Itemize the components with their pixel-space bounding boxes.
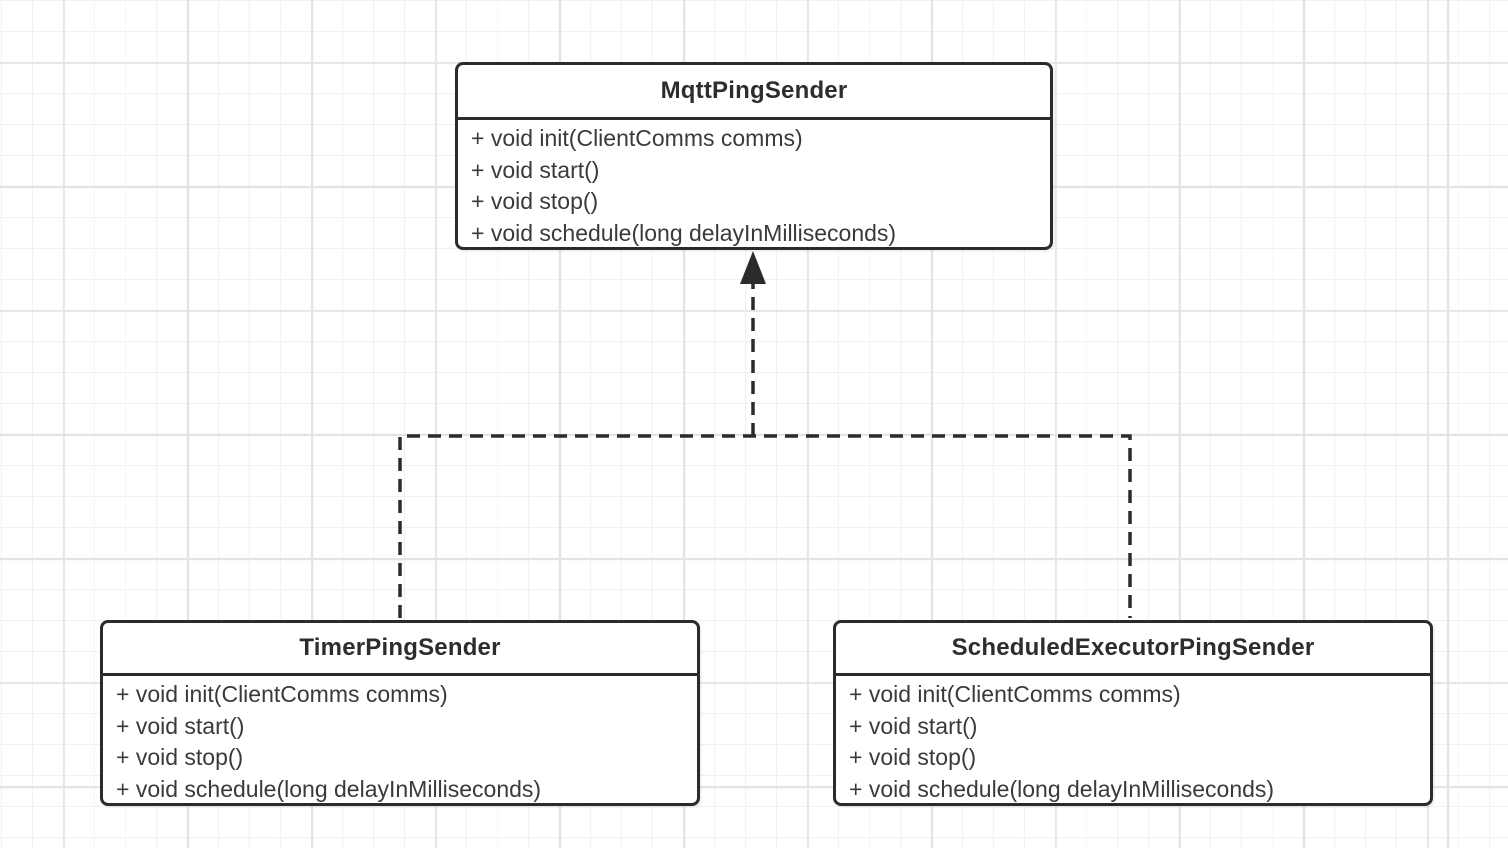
class-box-scheduled-executor-ping-sender[interactable]: ScheduledExecutorPingSender + void init(… (833, 620, 1433, 806)
class-method: + void start() (471, 156, 600, 183)
class-method: + void stop() (849, 744, 977, 770)
class-method: + void init(ClientComms comms) (116, 681, 448, 707)
class-box-timer-ping-sender[interactable]: TimerPingSender + void init(ClientComms … (100, 620, 700, 806)
class-header: MqttPingSender (458, 65, 1050, 120)
class-method: + void start() (849, 712, 978, 739)
realization-arrowhead-icon (740, 251, 766, 284)
class-header: TimerPingSender (103, 623, 697, 676)
class-method-list: + void init(ClientComms comms) + void st… (458, 120, 1050, 249)
class-method: + void schedule(long delayInMilliseconds… (116, 775, 542, 802)
class-box-mqtt-ping-sender[interactable]: MqttPingSender + void init(ClientComms c… (455, 62, 1053, 250)
class-title: MqttPingSender (660, 77, 848, 104)
class-method: + void stop() (116, 744, 244, 770)
class-method: + void schedule(long delayInMilliseconds… (849, 775, 1275, 802)
class-title: TimerPingSender (299, 634, 501, 661)
realization-edge-branches[interactable] (398, 434, 1132, 618)
class-method: + void schedule(long delayInMilliseconds… (471, 219, 897, 246)
class-title: ScheduledExecutorPingSender (951, 634, 1315, 661)
class-method: + void start() (116, 712, 245, 739)
class-method: + void init(ClientComms comms) (471, 125, 803, 151)
class-method: + void stop() (471, 188, 599, 214)
class-method-list: + void init(ClientComms comms) + void st… (103, 676, 697, 805)
class-method-list: + void init(ClientComms comms) + void st… (836, 676, 1430, 805)
class-header: ScheduledExecutorPingSender (836, 623, 1430, 676)
class-method: + void init(ClientComms comms) (849, 681, 1181, 707)
